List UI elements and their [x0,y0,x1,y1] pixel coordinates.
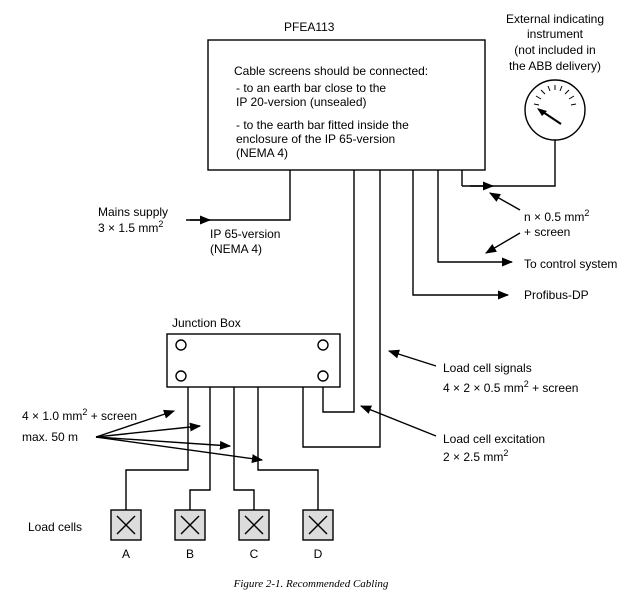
mains-cable-spec: 3 × 1.5 mm2 [98,219,163,235]
external-instrument: External indicating instrument (not incl… [461,12,604,191]
load-cable-pointer-a [95,409,176,438]
junction-screw-icon [175,370,187,382]
mains-ip-version: IP 65-version [210,227,280,241]
instrument-line1: External indicating [506,12,604,26]
mains-cable [190,170,291,221]
outputs: n × 0.5 mm2 + screen To control system P… [412,170,617,302]
cable-to-cell-c [233,387,255,510]
instrument-line2: instrument [527,27,584,41]
figure-caption: Figure 2-1. Recommended Cabling [233,578,389,590]
load-cable-pointer-c [95,436,232,450]
load-cell-id: D [314,547,323,561]
load-cell-b: B [174,509,206,561]
pfea113-title: PFEA113 [284,20,335,34]
n-cable-pointer-down [485,232,521,254]
instrument-cable [462,140,556,187]
junction-screw-icon [317,339,329,351]
screen-note-a-line2: IP 20-version (unsealed) [236,95,367,109]
signal-spec: 4 × 2 × 0.5 mm2 + screen [443,379,578,395]
load-cell-c: C [238,509,270,561]
screen-note-b-line2: enclosure of the IP 65-version [236,132,395,146]
screen-note-a-line1: - to an earth bar close to the [236,81,386,95]
signal-pointer [387,349,437,367]
junction-box-rect [166,333,341,388]
load-cell-id: B [186,547,194,561]
mains-nema: (NEMA 4) [210,242,262,256]
control-system-cable [437,170,514,267]
n-cable-pointer-up [489,192,521,211]
junction-screw-icon [175,339,187,351]
signal-title: Load cell signals [443,361,532,375]
junction-screw-icon [317,370,329,382]
junction-box: Junction Box [166,316,341,388]
pfea113-unit: PFEA113 Cable screens should be connecte… [207,20,486,171]
gauge-icon [524,79,586,141]
excitation-cable [302,170,381,448]
pfea113-box [207,39,486,171]
mains-supply: Mains supply 3 × 1.5 mm2 IP 65-version (… [98,170,291,256]
load-cell-trunk-cables: Load cell signals 4 × 2 × 0.5 mm2 + scre… [302,170,578,464]
excitation-spec: 2 × 2.5 mm2 [443,448,508,464]
load-cable-pointer-d [95,436,264,464]
profibus-cable [412,170,510,300]
cable-to-cell-b [189,387,211,510]
screen-note-b-line3: (NEMA 4) [236,146,288,160]
instrument-line4: the ABB delivery) [509,59,601,73]
cable-to-cell-d [257,387,319,510]
instrument-line3: (not included in [514,43,595,57]
load-cell-d: D [302,509,334,561]
load-cable-pointer-b [95,422,202,438]
profibus-label: Profibus-DP [524,288,589,302]
cable-to-cell-a [125,387,189,510]
load-cells: Load cells A B C D [28,509,334,561]
signal-cable [322,170,355,413]
n-cable-screen: + screen [524,225,570,239]
screen-note-heading: Cable screens should be connected: [234,64,428,78]
control-system-label: To control system [524,257,617,271]
load-cable-spec: 4 × 1.0 mm2 + screen [22,407,137,423]
load-cells-label: Load cells [28,520,82,534]
load-cell-id: C [250,547,259,561]
excitation-pointer [359,405,437,437]
load-cell-id: A [122,547,130,561]
screen-note-b-line1: - to the earth bar fitted inside the [236,118,409,132]
junction-box-title: Junction Box [172,316,241,330]
max-length: max. 50 m [22,430,78,444]
mains-label: Mains supply [98,205,168,219]
load-cell-a: A [110,509,142,561]
excitation-title: Load cell excitation [443,432,545,446]
load-cell-cables: 4 × 1.0 mm2 + screen max. 50 m [22,387,319,510]
n-cable-spec: n × 0.5 mm2 [524,208,589,224]
